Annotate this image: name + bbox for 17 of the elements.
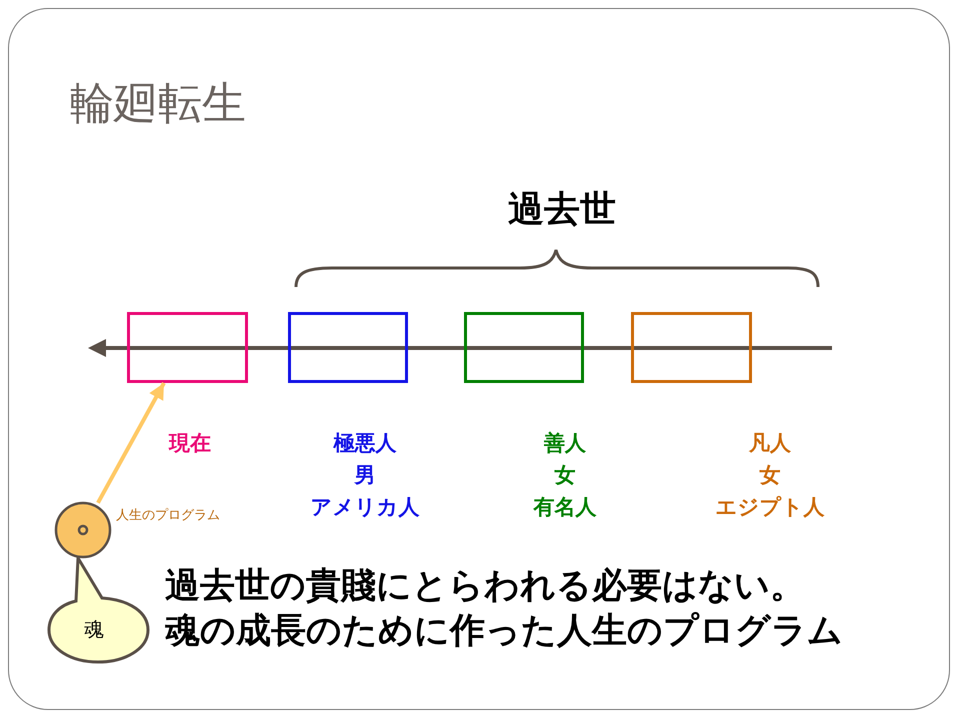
box-caption: アメリカ人: [310, 494, 420, 521]
box-caption: 有名人: [534, 494, 596, 521]
box-caption: 男: [354, 462, 376, 489]
box-caption: エジプト人: [716, 494, 824, 521]
side-note: 人生のプログラム: [116, 507, 220, 524]
box-caption: 極悪人: [334, 430, 396, 457]
note-text: 過去世の貴賤にとらわれる必要はない。: [165, 565, 805, 608]
box-caption: 善人: [544, 430, 586, 457]
arrow: [96, 382, 166, 504]
slide-title: 輪廻転生: [70, 77, 246, 131]
box-caption: 女: [554, 462, 576, 489]
bubble-text: 魂: [84, 616, 104, 643]
note-text: 魂の成長のために作った人生のプログラム: [165, 610, 843, 653]
brace-label: 過去世: [508, 188, 616, 232]
box-caption: 現在: [169, 430, 211, 457]
box-caption: 女: [760, 462, 780, 489]
box-caption: 凡人: [749, 430, 791, 457]
